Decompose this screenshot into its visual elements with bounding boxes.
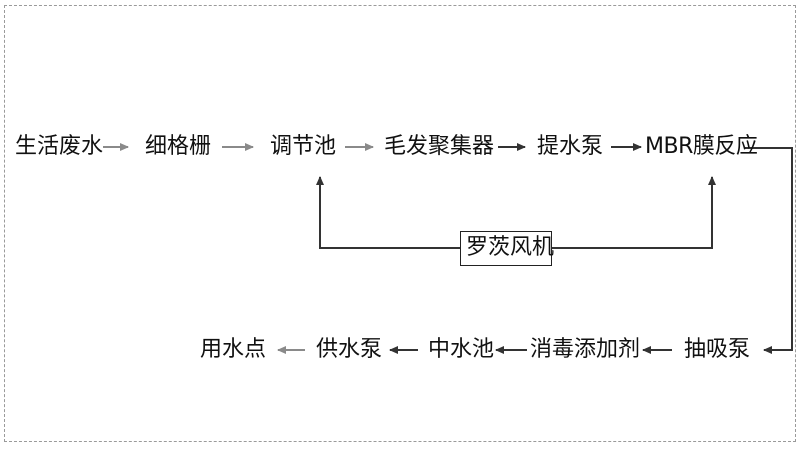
node-hair-collector: 毛发聚集器 (384, 134, 495, 159)
node-mbr-reactor: MBR膜反应 (645, 134, 758, 159)
line-blower-to-mbr (552, 176, 716, 249)
node-roots-blower: 罗茨风机 (466, 235, 555, 260)
node-reclaimed-water-tank: 中水池 (428, 337, 495, 362)
line-mbr-to-suction (745, 147, 793, 354)
node-fine-screen: 细格栅 (145, 134, 212, 159)
node-domestic-sewage: 生活废水 (15, 134, 104, 159)
node-disinfectant-dosing: 消毒添加剂 (530, 337, 641, 362)
dashed-frame (4, 5, 796, 442)
line-blower-to-regulating (316, 176, 460, 249)
node-regulating-tank: 调节池 (270, 134, 337, 159)
node-suction-pump: 抽吸泵 (684, 337, 751, 362)
node-point-of-use: 用水点 (200, 337, 267, 362)
node-supply-pump: 供水泵 (316, 337, 383, 362)
node-lift-pump: 提水泵 (537, 134, 604, 159)
roots-blower-box (460, 231, 552, 266)
